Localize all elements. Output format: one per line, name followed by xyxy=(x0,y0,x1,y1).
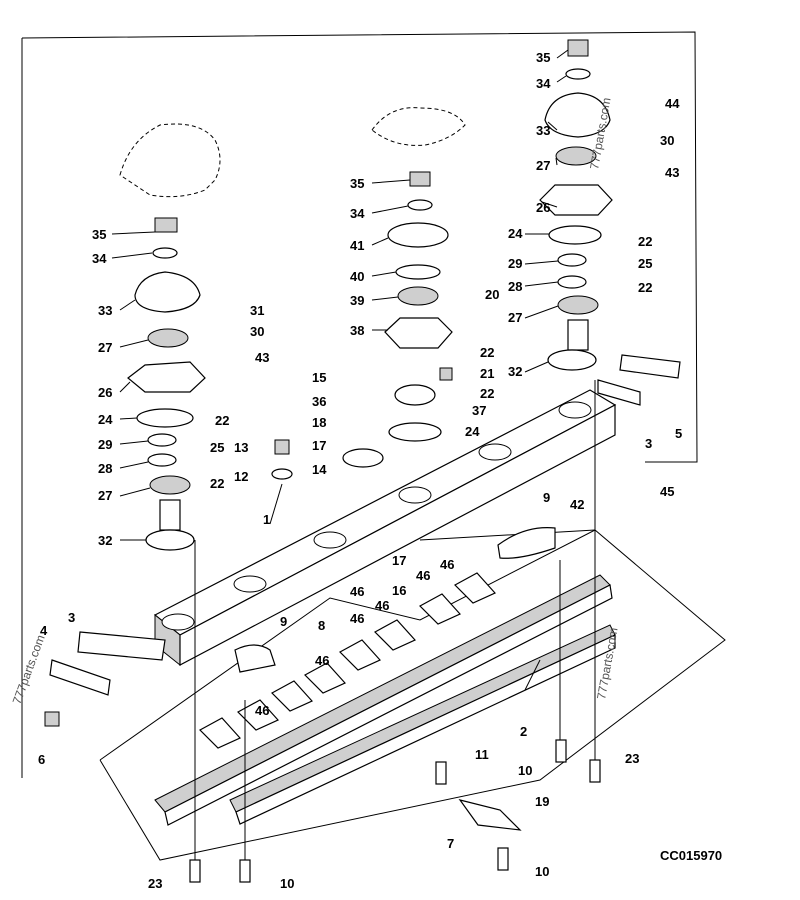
callout-9: 9 xyxy=(543,490,550,505)
callout-32: 32 xyxy=(508,364,522,379)
callout-22: 22 xyxy=(638,280,652,295)
callout-24: 24 xyxy=(98,412,113,427)
callout-10: 10 xyxy=(280,876,294,891)
callout-34: 34 xyxy=(350,206,365,221)
callout-34: 34 xyxy=(536,76,551,91)
callout-26: 26 xyxy=(98,385,112,400)
callout-14: 14 xyxy=(312,462,327,477)
callout-35: 35 xyxy=(92,227,106,242)
right-hub-stack xyxy=(539,39,613,371)
callout-17: 17 xyxy=(392,553,406,568)
lower-frame xyxy=(99,529,726,861)
callout-30: 30 xyxy=(660,133,674,148)
left-hub-stack xyxy=(127,217,206,551)
callout-35: 35 xyxy=(536,50,550,65)
callout-40: 40 xyxy=(350,269,364,284)
callout-6: 6 xyxy=(38,752,45,767)
callout-labels: 35 34 33 31 30 43 27 26 24 22 29 25 28 2… xyxy=(38,50,682,891)
callout-13: 13 xyxy=(234,440,248,455)
callout-38: 38 xyxy=(350,323,364,338)
drawing-code: CC015970 xyxy=(660,848,722,863)
bolts xyxy=(189,380,601,883)
callout-2: 2 xyxy=(520,724,527,739)
leader-lines xyxy=(111,49,569,691)
callout-3: 3 xyxy=(645,436,652,451)
callout-46: 46 xyxy=(440,557,454,572)
callout-23: 23 xyxy=(148,876,162,891)
callout-22: 22 xyxy=(210,476,224,491)
callout-7: 7 xyxy=(447,836,454,851)
callout-12: 12 xyxy=(234,469,248,484)
callout-27: 27 xyxy=(98,488,112,503)
callout-46: 46 xyxy=(255,703,269,718)
callout-26: 26 xyxy=(536,200,550,215)
callout-24: 24 xyxy=(508,226,523,241)
callout-43: 43 xyxy=(255,350,269,365)
callout-22: 22 xyxy=(480,345,494,360)
callout-27: 27 xyxy=(536,158,550,173)
callout-8: 8 xyxy=(318,618,325,633)
callout-17: 17 xyxy=(312,438,326,453)
center-gearbox-cover xyxy=(371,107,466,146)
callout-9: 9 xyxy=(280,614,287,629)
callout-27: 27 xyxy=(508,310,522,325)
callout-22: 22 xyxy=(638,234,652,249)
callout-28: 28 xyxy=(98,461,112,476)
callout-37: 37 xyxy=(472,403,486,418)
callout-4: 4 xyxy=(40,623,48,638)
callout-22: 22 xyxy=(215,413,229,428)
callout-36: 36 xyxy=(312,394,326,409)
callout-5: 5 xyxy=(675,426,682,441)
callout-44: 44 xyxy=(665,96,680,111)
callout-30: 30 xyxy=(250,324,264,339)
callout-25: 25 xyxy=(638,256,652,271)
callout-19: 19 xyxy=(535,794,549,809)
callout-10: 10 xyxy=(535,864,549,879)
callout-35: 35 xyxy=(350,176,364,191)
callout-32: 32 xyxy=(98,533,112,548)
callout-46: 46 xyxy=(375,598,389,613)
callout-45: 45 xyxy=(660,484,674,499)
callout-28: 28 xyxy=(508,279,522,294)
callout-11: 11 xyxy=(475,747,489,762)
callout-3: 3 xyxy=(68,610,75,625)
callout-16: 16 xyxy=(392,583,406,598)
callout-46: 46 xyxy=(416,568,430,583)
center-hub-stack xyxy=(342,171,453,468)
callout-1: 1 xyxy=(263,512,270,527)
brackets xyxy=(44,354,681,831)
callout-41: 41 xyxy=(350,238,364,253)
knife-sections xyxy=(199,572,496,749)
callout-39: 39 xyxy=(350,293,364,308)
callout-15: 15 xyxy=(312,370,326,385)
callout-22: 22 xyxy=(480,386,494,401)
watermark: 777parts.com xyxy=(10,633,48,706)
callout-25: 25 xyxy=(210,440,224,455)
callout-10: 10 xyxy=(518,763,532,778)
callout-46: 46 xyxy=(315,653,329,668)
callout-46: 46 xyxy=(350,584,364,599)
cutter-bar xyxy=(153,389,617,667)
callout-43: 43 xyxy=(665,165,679,180)
callout-42: 42 xyxy=(570,497,584,512)
callout-29: 29 xyxy=(508,256,522,271)
callout-46: 46 xyxy=(350,611,364,626)
callout-31: 31 xyxy=(250,303,264,318)
callout-21: 21 xyxy=(480,366,494,381)
callout-33: 33 xyxy=(98,303,112,318)
callout-27: 27 xyxy=(98,340,112,355)
callout-23: 23 xyxy=(625,751,639,766)
callout-18: 18 xyxy=(312,415,326,430)
left-gearbox-cover xyxy=(119,123,221,198)
callout-20: 20 xyxy=(485,287,499,302)
callout-29: 29 xyxy=(98,437,112,452)
callout-33: 33 xyxy=(536,123,550,138)
callout-34: 34 xyxy=(92,251,107,266)
outer-frame xyxy=(21,31,698,463)
frame-connector xyxy=(419,529,596,541)
callout-24: 24 xyxy=(465,424,480,439)
knife-assembly xyxy=(154,574,616,826)
